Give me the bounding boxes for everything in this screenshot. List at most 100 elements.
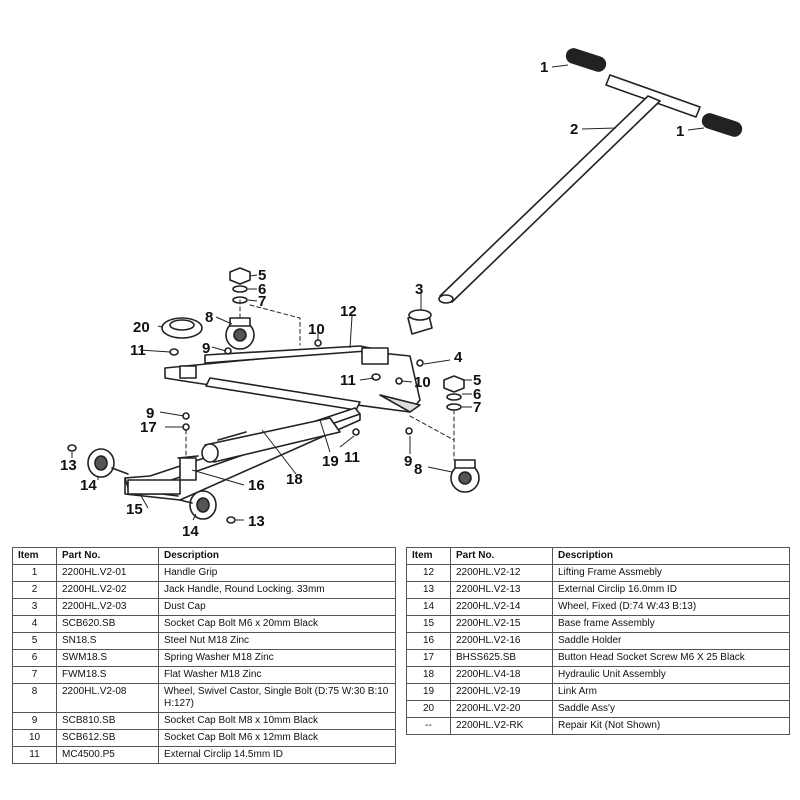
nut-stack-top xyxy=(229,267,251,304)
callout-11-left: 11 xyxy=(130,342,146,359)
callout-9-low: 9 xyxy=(146,405,154,422)
saddle xyxy=(161,317,203,339)
callout-18: 18 xyxy=(286,471,303,488)
cell-part-no: 2200HL.V2-08 xyxy=(56,683,159,713)
cell-item: 11 xyxy=(12,746,57,764)
header-item: Item xyxy=(12,547,57,565)
handle-grip-right xyxy=(701,113,743,137)
assembly-guide-lines xyxy=(185,299,455,461)
cell-item: 7 xyxy=(12,666,57,684)
dust-cap xyxy=(407,309,433,335)
cell-item: 19 xyxy=(406,683,451,701)
handle-grip-top xyxy=(565,48,607,72)
cell-description: Flat Washer M18 Zinc xyxy=(158,666,396,684)
callout-6-top: 6 xyxy=(258,281,266,298)
cell-description: Socket Cap Bolt M6 x 12mm Black xyxy=(158,729,396,747)
cell-part-no: 2200HL.V2-19 xyxy=(450,683,553,701)
cell-part-no: 2200HL.V2-15 xyxy=(450,615,553,633)
nut-stack-right xyxy=(443,375,465,411)
callout-8-left: 8 xyxy=(205,309,213,326)
cell-item: 18 xyxy=(406,666,451,684)
callout-9-mid: 9 xyxy=(404,453,412,470)
callout-17: 17 xyxy=(140,419,157,436)
hydraulic-unit xyxy=(201,417,341,463)
cell-item: 1 xyxy=(12,564,57,582)
cell-item: 20 xyxy=(406,700,451,718)
callout-19: 19 xyxy=(322,453,339,470)
callout-7-top: 7 xyxy=(258,293,266,310)
callout-1-right: 1 xyxy=(676,123,684,140)
cell-item: 12 xyxy=(406,564,451,582)
cell-item: 14 xyxy=(406,598,451,616)
cell-item: 6 xyxy=(12,649,57,667)
cell-part-no: 2200HL.V2-13 xyxy=(450,581,553,599)
cell-item: 9 xyxy=(12,712,57,730)
cell-part-no: 2200HL.V2-01 xyxy=(56,564,159,582)
cell-description: Socket Cap Bolt M6 x 20mm Black xyxy=(158,615,396,633)
cell-description: Base frame Assembly xyxy=(552,615,790,633)
callout-1-top: 1 xyxy=(540,59,548,76)
header-part-no: Part No. xyxy=(56,547,159,565)
cell-description: Repair Kit (Not Shown) xyxy=(552,717,790,735)
header-part-no: Part No. xyxy=(450,547,553,565)
cell-part-no: SWM18.S xyxy=(56,649,159,667)
callout-11-mid: 11 xyxy=(340,372,356,389)
cell-description: Wheel, Swivel Castor, Single Bolt (D:75 … xyxy=(158,683,396,713)
callout-13-left: 13 xyxy=(60,457,77,474)
jack-handle xyxy=(438,95,661,304)
cell-part-no: SCB620.SB xyxy=(56,615,159,633)
cell-description: Dust Cap xyxy=(158,598,396,616)
cell-part-no: 2200HL.V2-14 xyxy=(450,598,553,616)
cell-item: 13 xyxy=(406,581,451,599)
handle-crossbar xyxy=(605,74,701,118)
callout-14-right: 14 xyxy=(182,523,199,540)
cell-item: 4 xyxy=(12,615,57,633)
cell-part-no: SN18.S xyxy=(56,632,159,650)
callout-6-right: 6 xyxy=(473,386,481,403)
wheel-left xyxy=(87,448,129,478)
castor-right xyxy=(450,459,480,493)
callout-14-left: 14 xyxy=(80,477,97,494)
cell-description: Jack Handle, Round Locking. 33mm xyxy=(158,581,396,599)
cell-description: Socket Cap Bolt M8 x 10mm Black xyxy=(158,712,396,730)
cell-description: Lifting Frame Assmebly xyxy=(552,564,790,582)
cell-description: Button Head Socket Screw M6 X 25 Black xyxy=(552,649,790,667)
callout-5-right: 5 xyxy=(473,372,481,389)
cell-description: Wheel, Fixed (D:74 W:43 B:13) xyxy=(552,598,790,616)
cell-part-no: MC4500.P5 xyxy=(56,746,159,764)
castor-left xyxy=(225,317,255,350)
cell-description: Hydraulic Unit Assembly xyxy=(552,666,790,684)
cell-item: 2 xyxy=(12,581,57,599)
callout-4: 4 xyxy=(454,349,463,366)
callout-11-low: 11 xyxy=(344,449,360,466)
cell-description: Saddle Ass'y xyxy=(552,700,790,718)
table-header-row: Item Part No. Description xyxy=(12,547,396,565)
callout-leaders xyxy=(71,64,705,521)
header-description: Description xyxy=(158,547,396,565)
cell-description: Handle Grip xyxy=(158,564,396,582)
cell-part-no: SCB612.SB xyxy=(56,729,159,747)
cell-item: 5 xyxy=(12,632,57,650)
cell-description: External Circlip 16.0mm ID xyxy=(552,581,790,599)
cell-part-no: 2200HL.V2-02 xyxy=(56,581,159,599)
header-item: Item xyxy=(406,547,451,565)
wheel-right xyxy=(179,490,217,520)
cell-item: -- xyxy=(406,717,451,735)
exploded-parts-diagram: 1 1 2 3 4 5 6 7 8 9 10 11 12 13 14 15 16… xyxy=(60,48,743,540)
cell-part-no: 2200HL.V2-20 xyxy=(450,700,553,718)
callout-12: 12 xyxy=(340,303,357,320)
callout-15: 15 xyxy=(126,501,143,518)
callout-20: 20 xyxy=(133,319,150,336)
